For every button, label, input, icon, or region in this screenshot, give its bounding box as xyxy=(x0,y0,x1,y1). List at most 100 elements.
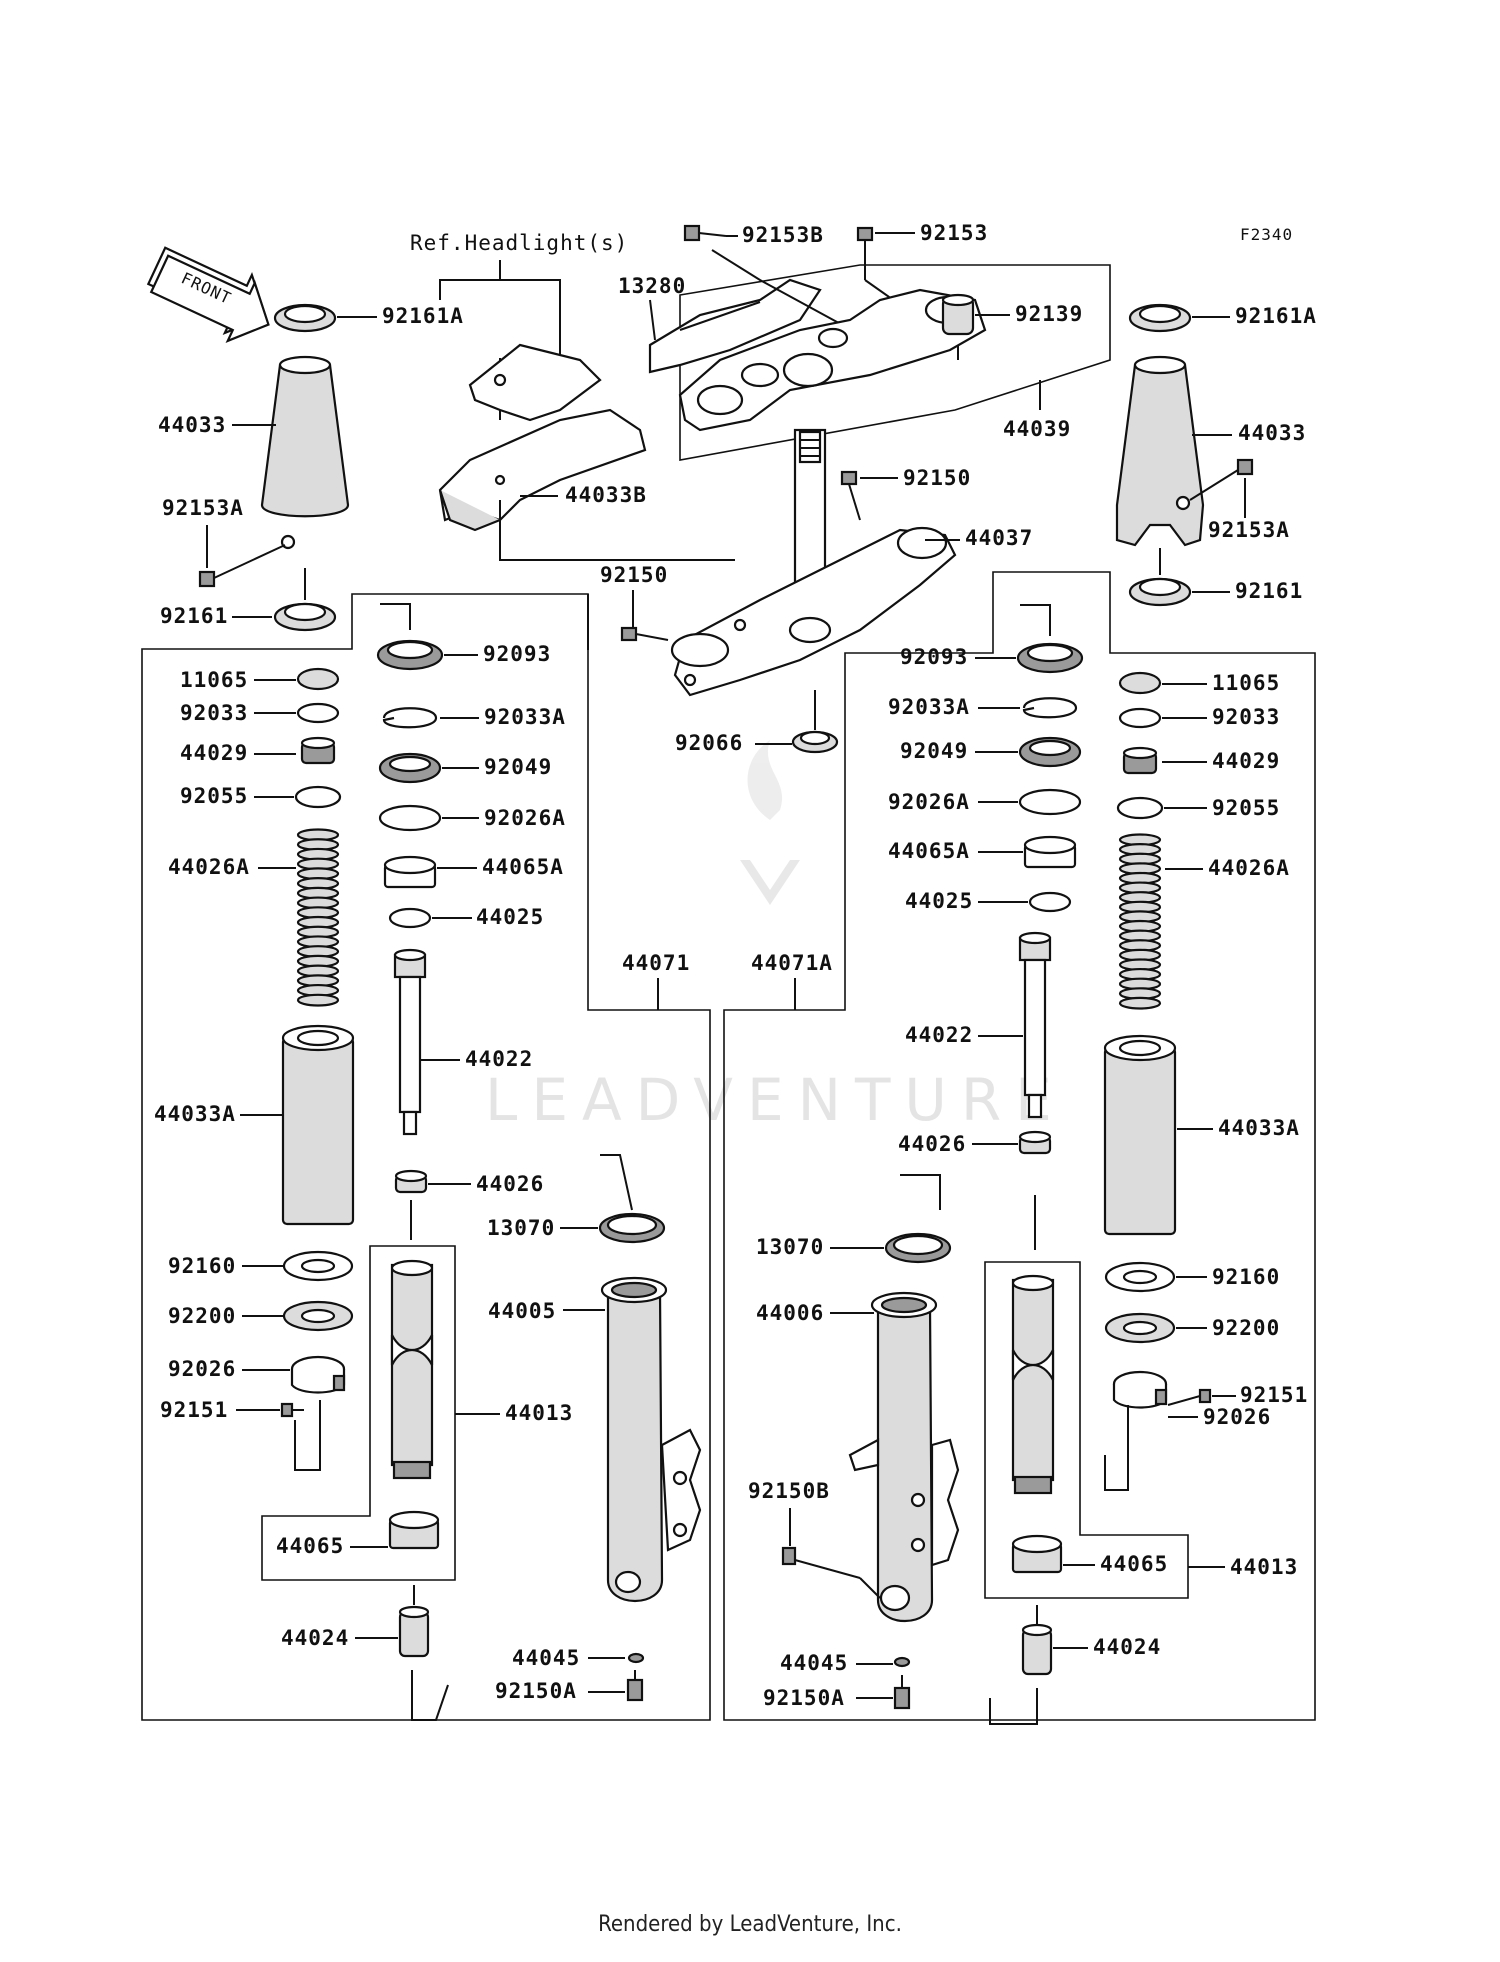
label-44013-left: 44013 xyxy=(505,1401,573,1425)
cap-92161-right xyxy=(1128,577,1192,607)
label-92093-right: 92093 xyxy=(900,645,968,669)
fork-cover-44033-left xyxy=(260,355,350,550)
oring-92055-left xyxy=(294,785,342,809)
fork-cover-44033-right xyxy=(1115,355,1205,547)
label-44029-left: 44029 xyxy=(180,741,248,765)
label-44013-right: 44013 xyxy=(1230,1555,1298,1579)
label-92151-left: 92151 xyxy=(160,1398,228,1422)
rod-44022-right xyxy=(1018,931,1052,1119)
label-92153B: 92153B xyxy=(742,223,824,247)
label-92150B: 92150B xyxy=(748,1479,830,1503)
bolt-92150A-left xyxy=(626,1670,644,1702)
label-44071: 44071 xyxy=(622,951,690,975)
label-44026A-left: 44026A xyxy=(168,855,250,879)
label-44026-right: 44026 xyxy=(898,1132,966,1156)
headlight-bracket-44033B xyxy=(438,408,647,532)
stop-44026-left xyxy=(394,1169,428,1194)
washer-92026A-left xyxy=(378,804,442,832)
ref-headlight-note: Ref.Headlight(s) xyxy=(410,231,628,255)
ring-44025-right xyxy=(1028,891,1072,913)
label-44045-right: 44045 xyxy=(780,1651,848,1675)
label-44026-left: 44026 xyxy=(476,1172,544,1196)
label-44022-left: 44022 xyxy=(465,1047,533,1071)
cap-92161A-right xyxy=(1128,303,1192,333)
washer-92200-left xyxy=(282,1300,354,1332)
label-92161A-right: 92161A xyxy=(1235,304,1317,328)
label-92153A-right: 92153A xyxy=(1208,518,1290,542)
label-92139: 92139 xyxy=(1015,302,1083,326)
label-92066: 92066 xyxy=(675,731,743,755)
label-44039: 44039 xyxy=(1003,417,1071,441)
washer-44045-right xyxy=(893,1656,911,1668)
label-44029-right: 44029 xyxy=(1212,749,1280,773)
spring-44026A-left xyxy=(296,828,340,1007)
label-13070-left: 13070 xyxy=(487,1216,555,1240)
headlight-bracket-upper xyxy=(468,343,602,422)
label-92153: 92153 xyxy=(920,221,988,245)
label-11065-right: 11065 xyxy=(1212,671,1280,695)
label-92160-right: 92160 xyxy=(1212,1265,1280,1289)
label-11065-left: 11065 xyxy=(180,668,248,692)
oring-92033-right xyxy=(1118,707,1162,729)
label-92093-left: 92093 xyxy=(483,642,551,666)
outer-tube-44005 xyxy=(600,1276,702,1602)
label-92033-left: 92033 xyxy=(180,701,248,725)
label-92026A-left: 92026A xyxy=(484,806,566,830)
label-44065-right: 44065 xyxy=(1100,1552,1168,1576)
label-92150A-left: 92150A xyxy=(495,1679,577,1703)
right-inner-tube-box xyxy=(984,1261,1189,1599)
cap-92161-left xyxy=(273,602,337,632)
bolt-92151-right xyxy=(1167,1388,1212,1406)
label-44006: 44006 xyxy=(756,1301,824,1325)
bolt-92150-mid xyxy=(620,626,669,642)
plug-44029-right xyxy=(1122,746,1158,775)
seal-92093-right xyxy=(1016,642,1084,674)
label-92049-left: 92049 xyxy=(484,755,552,779)
cap-11065-left xyxy=(296,667,340,691)
ring-44025-left xyxy=(388,907,432,929)
bushing-44065-left xyxy=(388,1510,440,1550)
front-arrow-icon xyxy=(146,246,270,343)
top-bracket-group-box xyxy=(679,264,1111,461)
cap-11065-right xyxy=(1118,671,1162,695)
oring-92033-left xyxy=(296,702,340,724)
label-44065A-left: 44065A xyxy=(482,855,564,879)
footer-credit: Rendered by LeadVenture, Inc. xyxy=(598,1912,902,1937)
label-92055-left: 92055 xyxy=(180,784,248,808)
bearing-92066 xyxy=(791,730,839,754)
watermark-text: LEADVENTURE xyxy=(485,1066,1066,1134)
label-92160-left: 92160 xyxy=(168,1254,236,1278)
bolt-92151-left xyxy=(280,1402,304,1418)
label-92200-left: 92200 xyxy=(168,1304,236,1328)
label-44071A: 44071A xyxy=(751,951,833,975)
right-fork-group-box xyxy=(723,571,1316,1721)
label-92150-mid: 92150 xyxy=(600,563,668,587)
label-44033-right: 44033 xyxy=(1238,421,1306,445)
bolt-92150A-right xyxy=(893,1675,911,1710)
handlebar-cover-13280 xyxy=(648,278,822,374)
tube-44033A-left xyxy=(281,1024,355,1226)
outer-tube-44006 xyxy=(848,1291,960,1622)
spring-44026A-right xyxy=(1118,833,1162,1010)
diagram-code: F2340 xyxy=(1240,225,1293,244)
ring-13070-left xyxy=(598,1212,666,1244)
bushing-44065A-left xyxy=(383,855,437,889)
washer-92026A-right xyxy=(1018,788,1082,816)
spring-coil xyxy=(1118,996,1162,1010)
washer-92160-left xyxy=(282,1250,354,1282)
label-44033A-right: 44033A xyxy=(1218,1116,1300,1140)
left-inner-tube-box xyxy=(261,1245,456,1581)
label-92150-top: 92150 xyxy=(903,466,971,490)
bolt-92153A-right xyxy=(1189,458,1254,501)
watermark-logo xyxy=(740,740,800,905)
label-92033A-right: 92033A xyxy=(888,695,970,719)
label-44037: 44037 xyxy=(965,526,1033,550)
label-44065-left: 44065 xyxy=(276,1534,344,1558)
label-92151-right: 92151 xyxy=(1240,1383,1308,1407)
label-92153A-left: 92153A xyxy=(162,496,244,520)
label-44024-left: 44024 xyxy=(281,1626,349,1650)
inner-tube-44013-right xyxy=(1011,1274,1055,1495)
label-92026A-right: 92026A xyxy=(888,790,970,814)
label-92033-right: 92033 xyxy=(1212,705,1280,729)
